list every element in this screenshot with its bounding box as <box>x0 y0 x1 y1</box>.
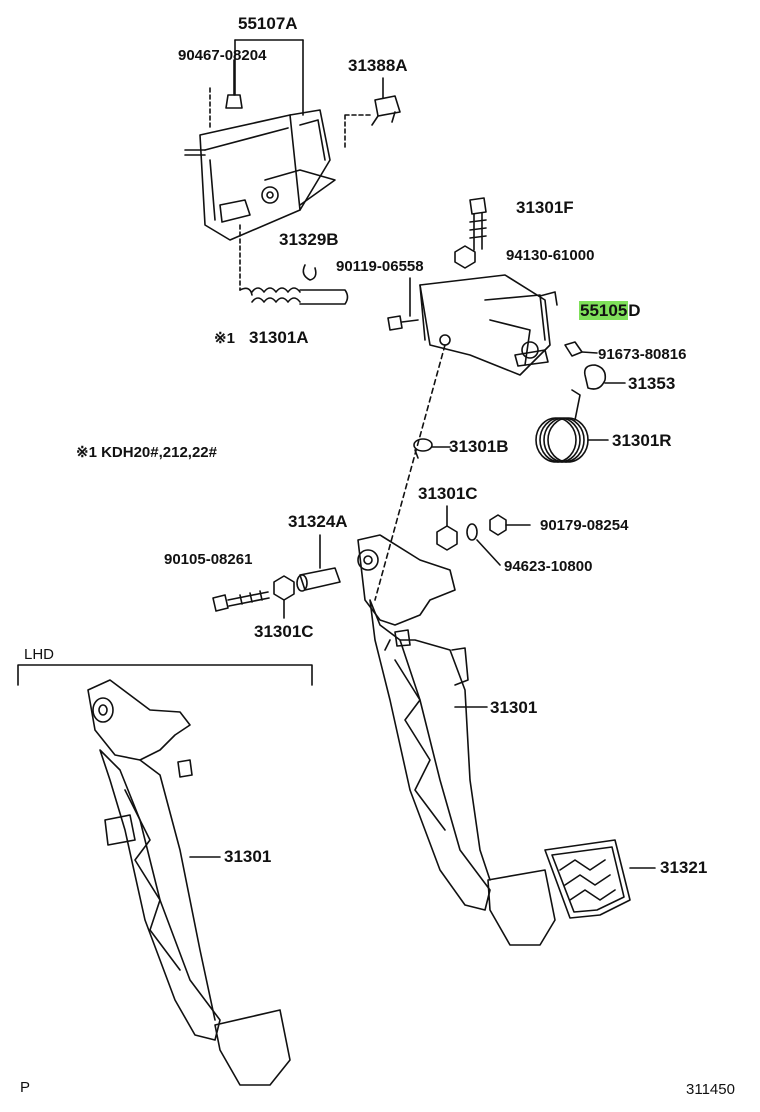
footnote: ※1 KDH20#,212,22# <box>76 444 217 461</box>
nut-31301C-bottom <box>273 575 295 619</box>
corner-p: P <box>20 1079 31 1096</box>
label-31301A[interactable]: 31301A <box>249 328 309 347</box>
bolt-90467 <box>209 59 243 131</box>
bolt-90119 <box>387 277 419 331</box>
nut-94130 <box>454 245 476 269</box>
label-31301-lhd[interactable]: 31301 <box>224 847 272 866</box>
spring-31301R <box>535 389 609 463</box>
label-94623-10800[interactable]: 94623-10800 <box>504 558 593 575</box>
label-55105D-highlight: 55105 <box>579 301 629 320</box>
label-90179-08254[interactable]: 90179-08254 <box>540 517 629 534</box>
bolt-91673 <box>564 341 598 357</box>
washer-94623 <box>466 523 501 566</box>
label-31301C-bottom[interactable]: 31301C <box>254 622 314 641</box>
label-31301F[interactable]: 31301F <box>516 198 574 217</box>
lhd-bracket <box>17 664 313 686</box>
label-90467-08204[interactable]: 90467-08204 <box>178 47 267 64</box>
pedal-bracket-55105D <box>419 274 558 376</box>
clip-31329B <box>302 264 317 281</box>
label-31321[interactable]: 31321 <box>660 858 708 877</box>
label-91673-80816[interactable]: 91673-80816 <box>598 346 687 363</box>
label-31301C-top[interactable]: 31301C <box>418 484 478 503</box>
label-31301-rhd[interactable]: 31301 <box>490 698 538 717</box>
pedal-pad-31321 <box>544 839 656 919</box>
label-31353[interactable]: 31353 <box>628 374 676 393</box>
clip-31353 <box>583 364 626 390</box>
label-31329B[interactable]: 31329B <box>279 230 339 249</box>
label-31324A[interactable]: 31324A <box>288 512 348 531</box>
label-94130-61000[interactable]: 94130-61000 <box>506 247 595 264</box>
diagram-id: 311450 <box>686 1081 735 1098</box>
label-55107A[interactable]: 55107A <box>238 14 298 33</box>
bushing-31324A <box>296 534 341 592</box>
nut-90179 <box>489 514 531 536</box>
clip-31388A <box>344 77 401 151</box>
leader-55107A <box>234 39 304 116</box>
label-31301B[interactable]: 31301B <box>449 437 509 456</box>
pedal-arm-rhd <box>357 534 556 946</box>
pin-31301B <box>413 438 451 459</box>
pedal-arm-lhd <box>87 679 291 1086</box>
upper-support-bracket <box>184 109 336 241</box>
spring-pin-31301A <box>239 224 349 305</box>
label-lhd: LHD <box>24 646 55 663</box>
label-55105D[interactable]: 55105D <box>579 301 641 321</box>
label-31388A[interactable]: 31388A <box>348 56 408 75</box>
label-90105-08261[interactable]: 90105-08261 <box>164 551 253 568</box>
bolt-90105 <box>212 590 270 612</box>
nut-31301C-top <box>436 505 458 551</box>
label-31301R[interactable]: 31301R <box>612 431 672 450</box>
label-90119-06558[interactable]: 90119-06558 <box>336 258 424 275</box>
bolt-31301F <box>469 197 487 251</box>
label-55105D-suffix: D <box>628 301 641 320</box>
label-31301A-mark: ※1 <box>214 330 235 347</box>
